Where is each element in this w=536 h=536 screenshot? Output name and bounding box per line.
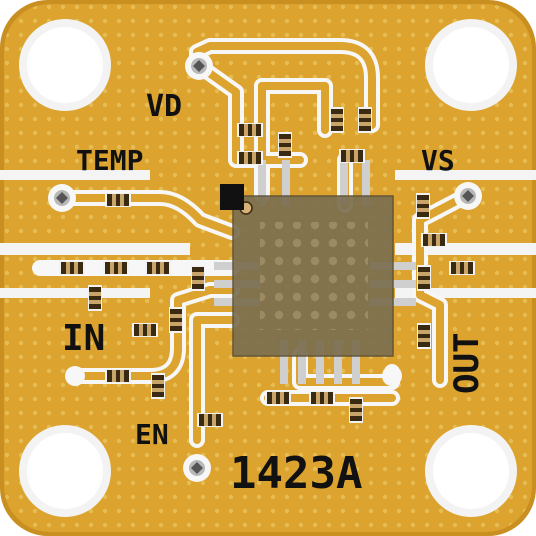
- orientation-mark: [220, 184, 244, 210]
- smd-component: [88, 285, 102, 311]
- label-temp: TEMP: [76, 144, 143, 177]
- trace-end-pad-in: [65, 366, 85, 386]
- smd-component: [349, 397, 363, 423]
- label-vs: VS: [421, 144, 455, 177]
- smd-component: [421, 233, 447, 247]
- smd-component: [145, 261, 171, 275]
- test-point-temp: [48, 184, 76, 212]
- smd-component: [132, 323, 158, 337]
- smd-component: [169, 307, 183, 333]
- label-vd: VD: [146, 89, 182, 124]
- smd-component: [417, 323, 431, 349]
- smd-component: [191, 265, 205, 291]
- smd-component: [265, 391, 291, 405]
- smd-component: [103, 261, 129, 275]
- smd-component: [416, 193, 430, 219]
- test-point-vd: [185, 52, 213, 80]
- label-en: EN: [135, 418, 169, 451]
- smd-component: [330, 107, 344, 133]
- smd-component: [59, 261, 85, 275]
- amplifier-chip: [220, 184, 394, 357]
- part-number: 1423A: [230, 448, 362, 499]
- passive-components: [59, 107, 475, 427]
- trace-end-pad-out: [382, 366, 402, 386]
- label-out: OUT: [447, 333, 487, 394]
- test-point-vs: [454, 182, 482, 210]
- smd-component: [358, 107, 372, 133]
- label-in: IN: [62, 318, 105, 359]
- mounting-holes: [19, 19, 517, 517]
- smd-component: [339, 149, 365, 163]
- smd-component: [278, 132, 292, 158]
- smd-component: [151, 373, 165, 399]
- smd-component: [237, 123, 263, 137]
- smd-component: [197, 413, 223, 427]
- test-point-en: [183, 454, 211, 482]
- smd-component: [237, 151, 263, 165]
- smd-component: [105, 193, 131, 207]
- smd-component: [417, 265, 431, 291]
- test-points: [48, 52, 482, 482]
- smd-component: [105, 369, 131, 383]
- smd-component: [449, 261, 475, 275]
- smd-component: [309, 391, 335, 405]
